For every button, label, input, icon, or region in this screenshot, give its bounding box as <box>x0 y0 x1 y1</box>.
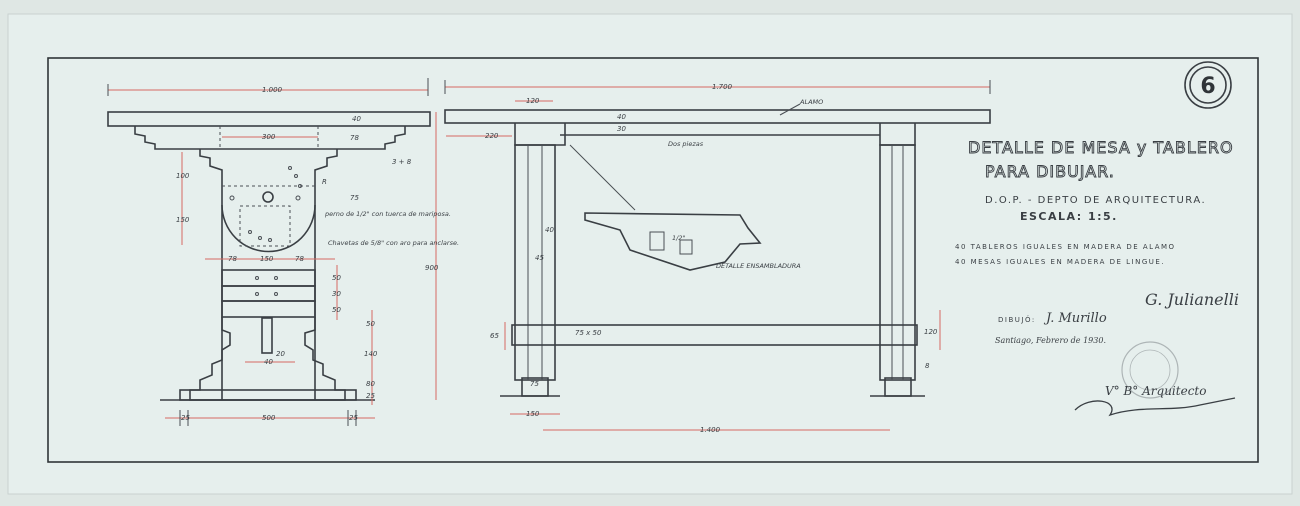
note1-label: 40 TABLEROS IGUALES EN MADERA DE ALAMO <box>955 243 1176 251</box>
scale-label: ESCALA: 1:5. <box>1020 210 1118 223</box>
detail-dim-label: 1/2" <box>672 234 685 242</box>
rail3-label: 50 <box>332 306 341 314</box>
offsets-label: 3 + 8 <box>392 158 412 166</box>
stretcher-right-label: 120 <box>924 328 938 336</box>
bolt-w-label: 40 <box>264 358 273 366</box>
apron-label: 30 <box>617 125 626 133</box>
drawing-frame <box>47 57 1259 463</box>
sheet-number-label: 6 <box>1200 74 1215 99</box>
leg-w-label: 75 <box>530 380 539 388</box>
detail-label-label: DETALLE ENSAMBLADURA <box>716 262 801 270</box>
r-label: R <box>322 178 327 186</box>
official-stamp <box>1121 341 1179 399</box>
top-thickness-label: 40 <box>617 113 626 121</box>
base-width-label: 500 <box>262 414 276 422</box>
d75-label: 75 <box>350 194 359 202</box>
total-height-label: 900 <box>425 264 439 272</box>
date-line-label: Santiago, Febrero de 1930. <box>995 336 1106 345</box>
end-view-dimensions: 1.000 40 78 300 3 + 8 100 150 R 75 78 15… <box>107 78 459 426</box>
title-block: DETALLE DE MESA y TABLERO PARA DIBUJAR. … <box>955 138 1239 417</box>
overall-length-label: 1.700 <box>712 83 733 91</box>
base1-label: 50 <box>366 320 375 328</box>
base4-label: 25 <box>366 392 375 400</box>
top-thickness-label: 40 <box>352 115 361 123</box>
hook-note-label: Chavetas de 5/8" con aro para anclarse. <box>328 239 459 247</box>
leg-d1-label: 40 <box>545 226 554 234</box>
approval-signature-label: G. Julianelli <box>1145 290 1239 309</box>
side-view-drawing <box>444 109 991 397</box>
upper-height-label: 100 <box>176 172 190 180</box>
lower-height-label: 150 <box>176 216 190 224</box>
bolt-h-label: 20 <box>276 350 285 358</box>
side-right-label: 78 <box>295 255 304 263</box>
overall-width-label: 1.000 <box>262 86 283 94</box>
stretcher-h-label: 65 <box>490 332 499 340</box>
foot-label: 8 <box>925 362 930 370</box>
end-view-drawing <box>107 111 431 401</box>
base-left-label: 25 <box>181 414 190 422</box>
inner-length-label: 1.400 <box>700 426 721 434</box>
apron-inner-label: 300 <box>262 133 276 141</box>
foot-w-label: 150 <box>526 410 540 418</box>
drawn-signature-label: J. Murillo <box>1043 311 1107 326</box>
leg-top-label: 120 <box>526 97 540 105</box>
base-right-label: 25 <box>349 414 358 422</box>
sheet-number-badge: 6 <box>1184 61 1232 109</box>
base2-label: 140 <box>364 350 378 358</box>
stamp-signature-label: V° B° Arquitecto <box>1105 384 1206 398</box>
wood-label: ALAMO <box>799 98 823 106</box>
title-line1-label: DETALLE DE MESA y TABLERO <box>968 138 1234 157</box>
rail1-label: 50 <box>332 274 341 282</box>
note2-label: 40 MESAS IGUALES EN MADERA DE LINGUE. <box>955 258 1165 266</box>
side-view-dimensions: 1.700 120 40 30 220 40 45 75 x 50 65 120… <box>444 80 991 434</box>
two-pieces-label: Dos piezas <box>668 140 704 148</box>
leg-d2-label: 45 <box>535 254 544 262</box>
center-label: 150 <box>260 255 274 263</box>
drawn-label-label: DIBUJÓ: <box>998 315 1036 324</box>
side-left-label: 78 <box>228 255 237 263</box>
bolt-note-label: perno de 1/2" con tuerca de mariposa. <box>324 210 451 218</box>
department-label: D.O.P. - DEPTO DE ARQUITECTURA. <box>985 195 1206 206</box>
stretcher-label: 75 x 50 <box>575 329 602 337</box>
rail2-label: 30 <box>332 290 341 298</box>
title-line2-label: PARA DIBUJAR. <box>985 162 1115 181</box>
paper-background <box>7 13 1293 495</box>
director-signature <box>1074 397 1236 417</box>
base3-label: 80 <box>366 380 375 388</box>
apron-height-label: 78 <box>350 134 359 142</box>
overhang-label: 220 <box>485 132 499 140</box>
